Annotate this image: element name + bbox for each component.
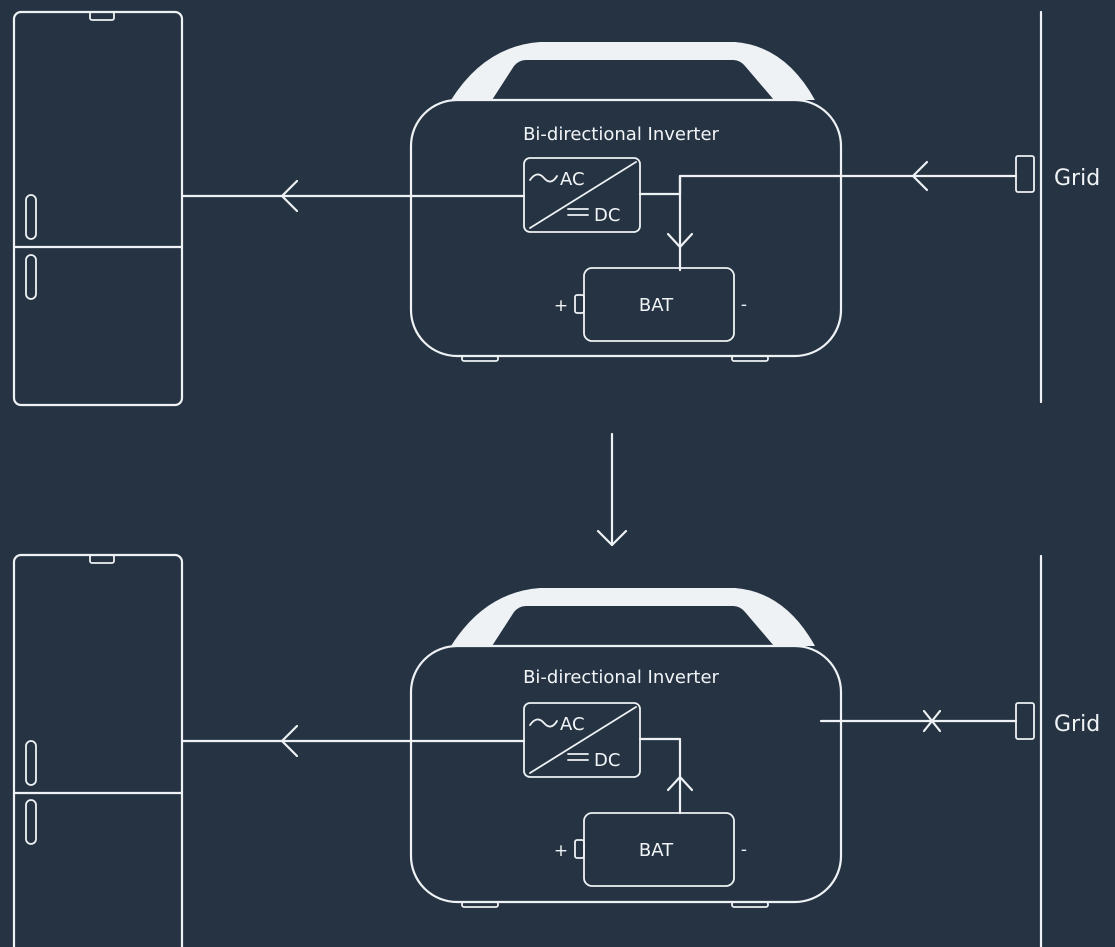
ac-wave-icon bbox=[529, 718, 558, 728]
inverter-title: Bi-directional Inverter bbox=[523, 124, 719, 145]
inverter-handle bbox=[451, 42, 815, 100]
ac-label: AC bbox=[560, 169, 585, 190]
load-wire bbox=[180, 179, 526, 213]
flow-arrow-left-icon bbox=[280, 724, 299, 758]
grid-wire bbox=[839, 160, 1018, 192]
flow-arrow-down-icon bbox=[666, 232, 694, 249]
flow-arrow-up-icon bbox=[666, 775, 694, 792]
battery-label: BAT bbox=[639, 295, 674, 316]
ac-wave-icon bbox=[529, 173, 558, 183]
inverter-handle bbox=[451, 588, 815, 646]
battery-minus: - bbox=[741, 840, 747, 860]
flow-arrow-left-icon bbox=[911, 160, 929, 192]
inverter-title: Bi-directional Inverter bbox=[523, 667, 719, 688]
converter: AC DC bbox=[523, 157, 641, 233]
battery: BAT + - bbox=[554, 267, 747, 342]
battery: BAT + - bbox=[554, 812, 747, 887]
panel-grid-connected: Bi-directional Inverter AC DC BAT + bbox=[12, 10, 1100, 407]
battery-plus: + bbox=[554, 841, 568, 861]
battery-label: BAT bbox=[639, 840, 674, 861]
inverter: Bi-directional Inverter AC DC BAT + - bbox=[409, 588, 843, 908]
dc-label: DC bbox=[594, 750, 620, 771]
grid-wire bbox=[819, 709, 1018, 733]
grid-connection: Grid bbox=[1015, 10, 1100, 404]
battery-minus: - bbox=[741, 295, 747, 315]
refrigerator-icon bbox=[12, 553, 184, 947]
load-wire bbox=[180, 724, 526, 758]
dc-label: DC bbox=[594, 205, 620, 226]
plug-icon bbox=[1015, 702, 1035, 740]
transition-arrow-icon bbox=[596, 432, 628, 547]
plug-icon bbox=[1015, 155, 1035, 193]
ac-label: AC bbox=[560, 714, 585, 735]
refrigerator-icon bbox=[12, 10, 184, 407]
grid-label: Grid bbox=[1054, 166, 1100, 191]
converter: AC DC bbox=[523, 702, 641, 778]
inverter: Bi-directional Inverter AC DC BAT + bbox=[409, 42, 843, 362]
grid-connection: Grid bbox=[1015, 554, 1100, 947]
grid-label: Grid bbox=[1054, 712, 1100, 737]
battery-plus: + bbox=[554, 296, 568, 316]
flow-arrow-left-icon bbox=[280, 179, 299, 213]
disconnect-x-icon bbox=[922, 709, 942, 733]
panel-grid-disconnected: Bi-directional Inverter AC DC BAT + - bbox=[12, 553, 1100, 947]
